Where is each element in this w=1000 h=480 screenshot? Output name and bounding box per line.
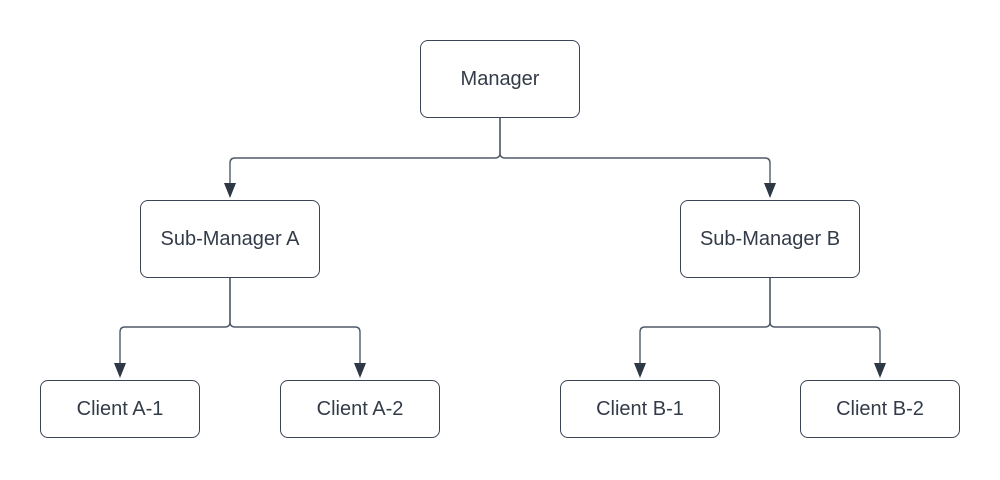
node-client-b-2-label: Client B-2: [836, 398, 924, 420]
node-client-b-2[interactable]: Client B-2: [800, 380, 960, 438]
node-client-a-1-label: Client A-1: [76, 398, 164, 420]
node-manager[interactable]: Manager: [420, 40, 580, 118]
node-client-b-1-label: Client B-1: [596, 398, 684, 420]
node-client-a-2[interactable]: Client A-2: [280, 380, 440, 438]
node-sub-manager-b-label: Sub-Manager B: [699, 228, 841, 250]
node-client-a-2-label: Client A-2: [316, 398, 404, 420]
node-client-a-1[interactable]: Client A-1: [40, 380, 200, 438]
node-sub-manager-a[interactable]: Sub-Manager A: [140, 200, 320, 278]
node-sub-manager-b[interactable]: Sub-Manager B: [680, 200, 860, 278]
edge-manager-to-sub-manager-a[interactable]: [224, 118, 501, 198]
node-client-b-1[interactable]: Client B-1: [560, 380, 720, 438]
edge-sub-manager-b-to-client-b-1[interactable]: [634, 278, 771, 378]
node-sub-manager-a-label: Sub-Manager A: [160, 228, 300, 250]
edge-sub-manager-a-to-client-a-1[interactable]: [114, 278, 231, 378]
edge-manager-to-sub-manager-b[interactable]: [499, 118, 776, 198]
edge-sub-manager-a-to-client-a-2[interactable]: [229, 278, 366, 378]
edge-sub-manager-b-to-client-b-2[interactable]: [769, 278, 886, 378]
node-manager-label: Manager: [460, 68, 540, 90]
